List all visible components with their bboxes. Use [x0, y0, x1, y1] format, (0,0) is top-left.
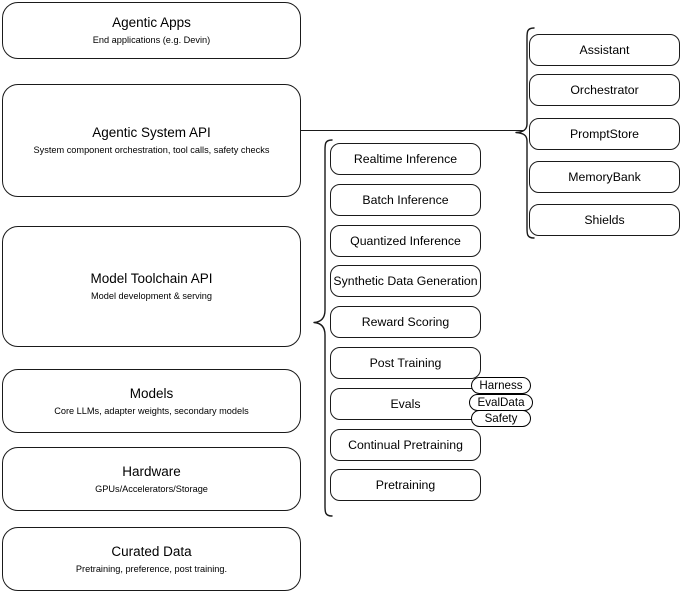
component-label: Orchestrator: [570, 82, 639, 97]
component-box-orchestrator[interactable]: Orchestrator: [529, 74, 680, 106]
layer-box-agentic-system-api[interactable]: Agentic System API System component orch…: [2, 84, 301, 197]
layer-subtitle: Core LLMs, adapter weights, secondary mo…: [54, 405, 249, 416]
capability-box-post-training[interactable]: Post Training: [330, 347, 481, 379]
layer-subtitle: System component orchestration, tool cal…: [33, 145, 270, 155]
capability-label: Evals: [390, 396, 421, 411]
layer-box-hardware[interactable]: Hardware GPUs/Accelerators/Storage: [2, 447, 301, 511]
layer-box-models[interactable]: Models Core LLMs, adapter weights, secon…: [2, 369, 301, 433]
component-box-assistant[interactable]: Assistant: [529, 34, 680, 66]
brace-system-components: [514, 26, 536, 240]
eval-pill-label: Safety: [484, 412, 518, 425]
layer-box-agentic-apps[interactable]: Agentic Apps End applications (e.g. Devi…: [2, 2, 301, 59]
layer-subtitle: End applications (e.g. Devin): [92, 35, 211, 45]
capability-label: Batch Inference: [362, 192, 449, 207]
capability-label: Realtime Inference: [353, 151, 458, 166]
eval-pill-label: Harness: [479, 379, 523, 392]
layer-title: Curated Data: [111, 543, 192, 559]
capability-box-evals[interactable]: Evals: [330, 388, 481, 420]
eval-pill-label: EvalData: [477, 396, 525, 409]
layer-subtitle: Model development & serving: [90, 291, 213, 301]
layer-subtitle: Pretraining, preference, post training.: [75, 563, 228, 574]
component-box-memorybank[interactable]: MemoryBank: [529, 161, 680, 193]
eval-pill-evaldata[interactable]: EvalData: [469, 394, 533, 411]
layer-subtitle: GPUs/Accelerators/Storage: [95, 483, 208, 494]
capability-label: Quantized Inference: [350, 233, 461, 248]
component-box-shields[interactable]: Shields: [529, 204, 680, 236]
capability-box-reward-scoring[interactable]: Reward Scoring: [330, 306, 481, 338]
capability-box-batch-inference[interactable]: Batch Inference: [330, 184, 481, 216]
component-label: Shields: [584, 212, 625, 227]
component-label: PromptStore: [569, 126, 640, 141]
component-label: MemoryBank: [568, 169, 641, 184]
layer-box-curated-data[interactable]: Curated Data Pretraining, preference, po…: [2, 527, 301, 591]
component-label: Assistant: [579, 42, 630, 57]
capability-box-continual-pretraining[interactable]: Continual Pretraining: [330, 429, 481, 461]
layer-title: Hardware: [122, 463, 181, 479]
capability-label: Pretraining: [375, 477, 436, 492]
layer-title: Agentic Apps: [112, 15, 191, 30]
capability-box-pretraining[interactable]: Pretraining: [330, 469, 481, 501]
capability-label: Post Training: [369, 355, 442, 370]
capability-label: Synthetic Data Generation: [333, 273, 478, 288]
capability-box-realtime-inference[interactable]: Realtime Inference: [330, 143, 481, 175]
layer-title: Models: [129, 385, 174, 401]
connector-agentic-system-api-to-components: [301, 130, 524, 132]
capability-box-quantized-inference[interactable]: Quantized Inference: [330, 225, 481, 257]
layer-box-model-toolchain-api[interactable]: Model Toolchain API Model development & …: [2, 226, 301, 347]
eval-pill-safety[interactable]: Safety: [471, 410, 531, 427]
layer-title: Agentic System API: [92, 125, 211, 140]
component-box-promptstore[interactable]: PromptStore: [529, 118, 680, 150]
brace-toolchain-capabilities: [312, 138, 334, 518]
capability-label: Reward Scoring: [361, 314, 450, 329]
eval-pill-harness[interactable]: Harness: [471, 377, 531, 394]
capability-label: Continual Pretraining: [348, 437, 463, 452]
capability-box-synthetic-data-generation[interactable]: Synthetic Data Generation: [330, 265, 481, 297]
layer-title: Model Toolchain API: [90, 271, 213, 286]
